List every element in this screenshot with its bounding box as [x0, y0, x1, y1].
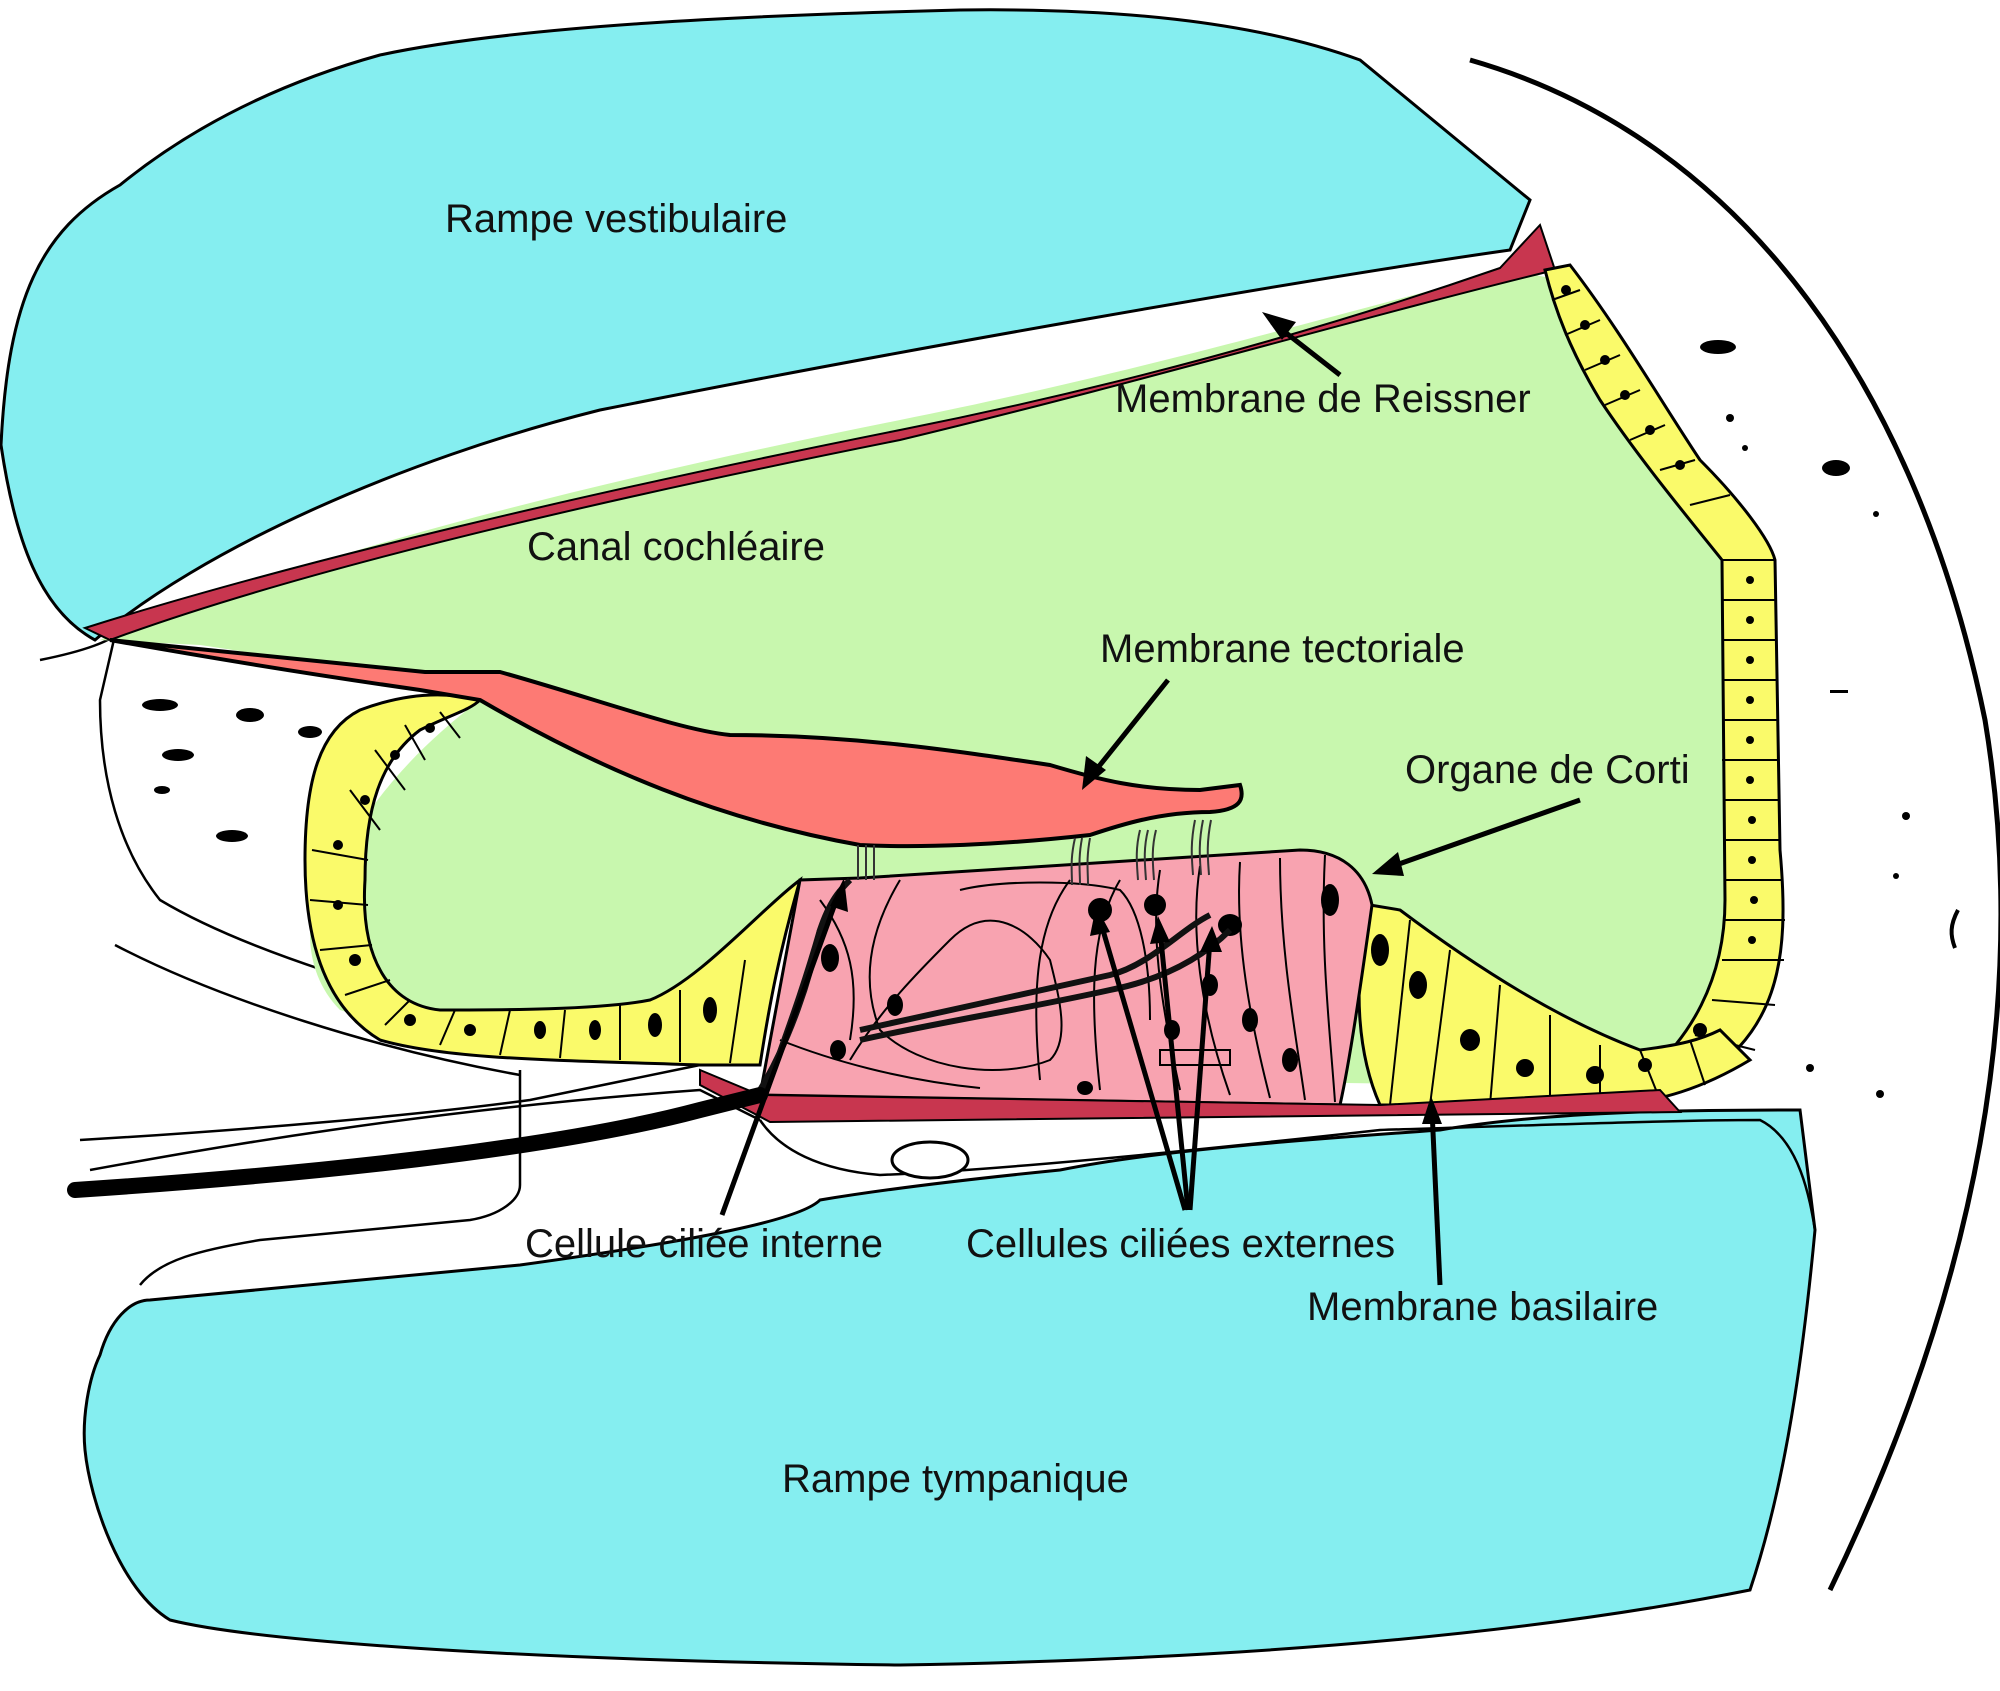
arrow-tectoriale [1086, 678, 1170, 782]
stria-nuclei [1561, 285, 1758, 944]
stria-cell-divisions [1551, 289, 1785, 1051]
arrow-cellules-externes-2 [1157, 929, 1191, 1211]
rampe-tympanique-region [82, 1108, 1817, 1667]
arrow-cellules-externes-3 [1187, 939, 1213, 1211]
spiral-vessel [890, 1140, 970, 1180]
rampe-vestibulaire-region [0, 8, 1532, 642]
inner-sulcus-epithelium [303, 693, 803, 1067]
label-canal-cochleaire: Canal cochléaire [527, 525, 825, 569]
label-cellule-ciliee-interne: Cellule ciliée interne [525, 1222, 883, 1266]
claudius-epithelium [1357, 903, 1753, 1107]
arrow-basilaire [1429, 1109, 1443, 1286]
spiral-nerve [67, 1087, 768, 1198]
organe-corti-region [758, 848, 1374, 1107]
bony-lamina-outline-4 [139, 1070, 522, 1286]
arrow-cellules-externes [1097, 919, 1188, 1211]
outer-bone-arc [1469, 57, 2000, 1592]
label-membrane-basilaire: Membrane basilaire [1307, 1285, 1658, 1329]
inner-sulcus-nuclei [333, 723, 717, 1040]
corti-cell-outlines [779, 854, 1336, 1103]
label-arrows [719, 320, 1581, 1286]
basilar-underside-outline [758, 1118, 1817, 1231]
stereocilia [857, 819, 1212, 886]
arrow-corti [1381, 797, 1581, 873]
label-rampe-vestibulaire: Rampe vestibulaire [445, 197, 787, 241]
arrowheads [830, 312, 1442, 1124]
claudius-nuclei [1371, 934, 1707, 1084]
label-rampe-tympanique: Rampe tympanique [782, 1457, 1129, 1501]
bony-lamina-outline-2 [114, 943, 521, 1077]
label-membrane-tectoriale: Membrane tectoriale [1100, 627, 1465, 671]
label-cellules-ciliees-externes: Cellules ciliées externes [966, 1222, 1395, 1266]
bony-lamina-outline-3 [89, 1088, 761, 1172]
bone-speckles [142, 340, 1960, 1098]
inner-sulcus-cell-divisions [309, 711, 746, 1064]
label-organe-corti: Organe de Corti [1405, 748, 1690, 792]
arrow-cellule-interne [719, 889, 843, 1216]
membrane-tectoriale [109, 638, 1244, 849]
label-membrane-reissner: Membrane de Reissner [1115, 377, 1531, 421]
